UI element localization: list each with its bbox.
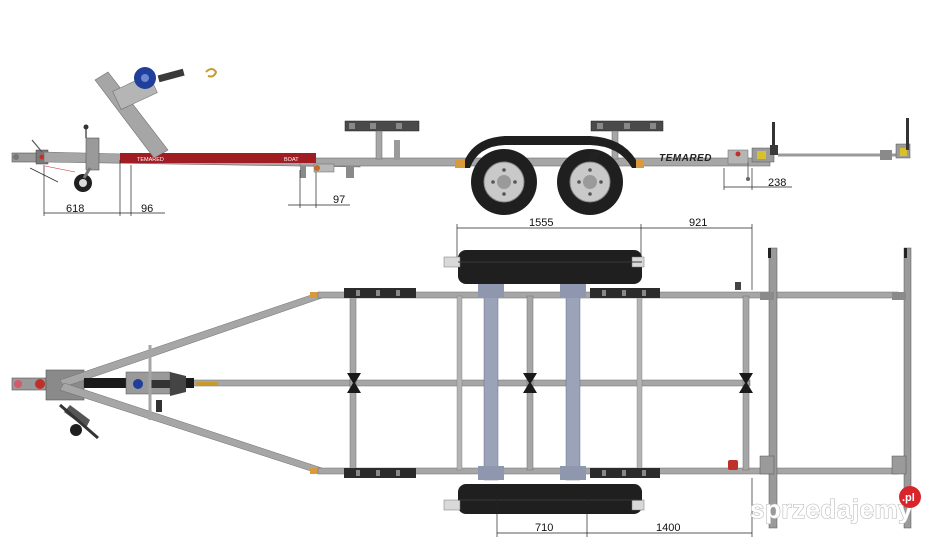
- drawbar-arm-upper: [59, 291, 323, 388]
- side-wheel-rear: [557, 149, 623, 215]
- side-brand-logo: TEMARED: [587, 152, 712, 164]
- axles: [478, 284, 586, 481]
- dim-1400: 1400: [656, 522, 680, 534]
- dim-710: 710: [535, 522, 553, 534]
- top-roller-bunks: [344, 288, 660, 478]
- top-tires-lower: [443, 484, 645, 514]
- dim-96: 96: [141, 203, 153, 215]
- keel-rollers: [347, 373, 753, 393]
- drawbar-arm-lower: [59, 382, 323, 475]
- svg-text:TEMARED: TEMARED: [659, 153, 712, 164]
- dim-238: 238: [768, 177, 786, 189]
- beam-decal: [120, 153, 316, 163]
- dim-921: 921: [689, 217, 707, 229]
- top-tires-upper: [443, 250, 645, 284]
- beam-logo: TEMARED: [137, 157, 164, 163]
- side-rear-end: [727, 118, 911, 181]
- side-wheel-front: [471, 149, 537, 215]
- rear-light-bars: [728, 247, 912, 529]
- beam-model: BOAT: [284, 157, 299, 163]
- top-dimension-lines-upper: [456, 224, 753, 290]
- watermark-badge-text: .pl: [902, 492, 915, 504]
- winch-post: [94, 67, 218, 159]
- jockey-wheel: [74, 124, 100, 192]
- dim-97: 97: [333, 194, 345, 206]
- top-view: 1555 921: [11, 217, 912, 537]
- dim-618: 618: [66, 203, 84, 215]
- watermark-badge: [899, 486, 921, 508]
- side-view: TEMARED BOAT: [11, 67, 911, 216]
- watermark-text: sprzedajemy: [750, 494, 913, 524]
- side-dimension-lines: [43, 160, 792, 216]
- rail-center: [349, 379, 751, 387]
- dim-1555: 1555: [529, 217, 553, 229]
- top-dimension-lines-lower: [496, 478, 753, 537]
- mudguard: [462, 136, 640, 168]
- watermark: sprzedajemy .pl: [749, 486, 921, 525]
- side-roller-front: [344, 120, 420, 160]
